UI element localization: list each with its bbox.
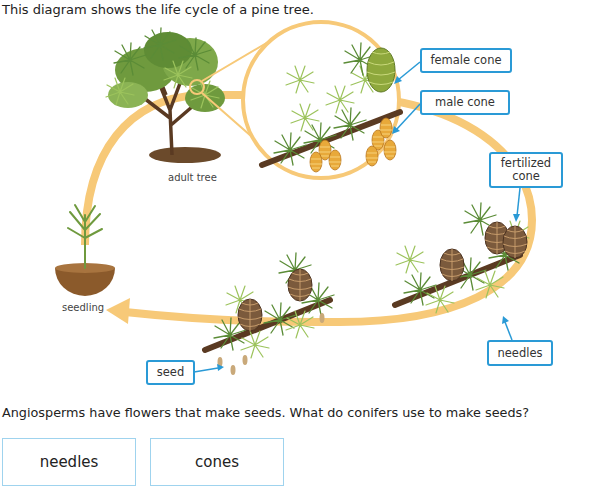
node-text: female cone	[430, 54, 501, 67]
callout-box: seed	[146, 360, 195, 385]
fertilized-branch-drawing	[395, 203, 529, 313]
seed-branch-drawing	[205, 253, 334, 375]
node-text: fertilized cone	[494, 157, 558, 183]
node-text: needles	[497, 347, 542, 360]
stage-label: seedling	[62, 302, 104, 313]
callout-box: female cone	[420, 48, 512, 73]
callout-box: fertilized cone	[489, 152, 563, 188]
callout-box: needles	[487, 340, 553, 366]
magnifier	[202, 22, 400, 178]
callout-box: male cone	[420, 90, 510, 115]
female-cone-drawing	[367, 48, 395, 92]
seed-drawing	[218, 313, 325, 375]
node-text: cones	[195, 453, 239, 471]
adult-tree-drawing	[106, 28, 225, 163]
diagram-title: This diagram shows the life cycle of a p…	[2, 2, 314, 17]
node-text: male cone	[435, 96, 495, 109]
node-text: seed	[157, 366, 184, 379]
node-text: needles	[40, 453, 99, 471]
seedling-drawing	[55, 205, 115, 296]
male-cone-drawing	[310, 118, 396, 172]
stage-label: adult tree	[168, 172, 217, 183]
answer-button: cones	[150, 438, 284, 486]
question-text: Angiosperms have flowers that make seeds…	[2, 405, 529, 420]
arrow-head	[106, 298, 130, 324]
leader-lines	[194, 62, 520, 372]
answer-button: needles	[2, 438, 136, 486]
